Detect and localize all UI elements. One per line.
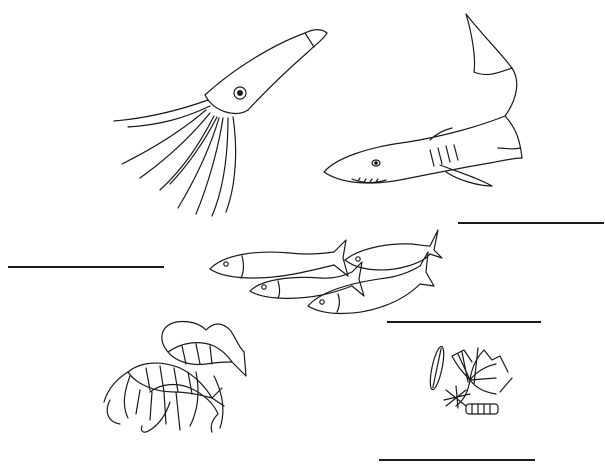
fish-school-icon xyxy=(210,230,442,314)
answer-line-fish[interactable] xyxy=(8,266,164,268)
answer-line-shark[interactable] xyxy=(458,222,604,224)
plankton-icon xyxy=(428,345,512,414)
krill-icon xyxy=(104,321,246,432)
shark-icon xyxy=(324,14,522,186)
squid-icon xyxy=(114,30,327,216)
answer-line-krill[interactable] xyxy=(387,321,541,323)
answer-line-plankton[interactable] xyxy=(379,459,535,461)
